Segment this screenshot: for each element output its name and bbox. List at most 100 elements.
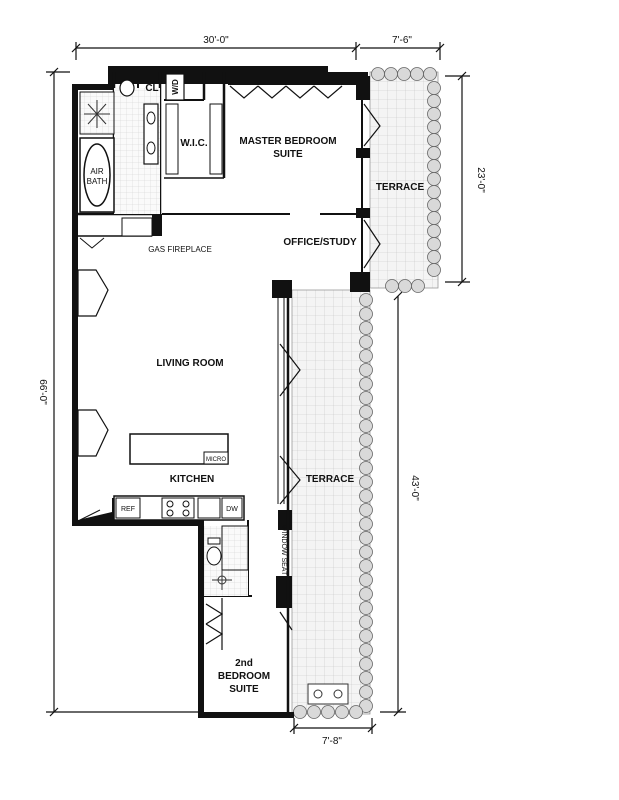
shrub — [359, 517, 373, 531]
shrub — [427, 263, 441, 277]
shrub — [359, 307, 373, 321]
shrub — [427, 81, 441, 95]
shrub — [427, 107, 441, 121]
shrub — [359, 447, 373, 461]
lower-terrace-doors — [277, 298, 301, 631]
bedroom-closet-doors — [228, 83, 356, 99]
label-gas-fireplace: GAS FIREPLACE — [148, 245, 212, 254]
shrub — [427, 172, 441, 186]
walls — [72, 66, 370, 718]
label-air-bath-1: AIR — [90, 167, 104, 176]
kitchen-island — [129, 433, 229, 465]
washer-dryer — [165, 73, 185, 101]
dim-terrace-lower-height: 43'-0" — [409, 475, 420, 501]
dim-terrace-upper-height: 23'-0" — [475, 167, 486, 193]
label-dw: DW — [226, 506, 238, 513]
shrub — [359, 461, 373, 475]
label-terrace-upper: TERRACE — [376, 182, 425, 193]
dim-terrace-bottom-width: 7'-8" — [322, 736, 342, 747]
shrub — [427, 159, 441, 173]
shrub — [359, 433, 373, 447]
shrub — [359, 545, 373, 559]
shrub — [385, 279, 399, 293]
label-master-bedroom-1: MASTER BEDROOM — [239, 136, 336, 147]
shrub — [335, 705, 349, 719]
shrub — [384, 67, 398, 81]
shrub — [359, 293, 373, 307]
label-washer-dryer: W/D — [171, 79, 180, 95]
shrub — [359, 335, 373, 349]
wic-shelving — [165, 103, 223, 175]
dim-left-height: 66'-0" — [37, 379, 48, 405]
second-bedroom-closet — [205, 598, 224, 650]
shrub — [359, 699, 373, 713]
shrub — [397, 67, 411, 81]
terrace-lower-area — [291, 289, 371, 715]
shrub — [427, 94, 441, 108]
planter-shrubs — [293, 67, 441, 719]
living-builtins — [77, 269, 109, 457]
label-air-bath-2: BATH — [87, 177, 108, 186]
label-closet: CL — [145, 83, 158, 94]
shrub — [398, 279, 412, 293]
shrub — [359, 671, 373, 685]
gas-fireplace — [79, 217, 153, 249]
shrub — [359, 405, 373, 419]
shrub — [427, 185, 441, 199]
label-second-bedroom-2: BEDROOM — [218, 671, 270, 682]
dim-terrace-top-width: 7'-6" — [392, 35, 412, 46]
shrub — [359, 559, 373, 573]
upper-terrace-doors — [363, 103, 381, 269]
second-bathroom — [204, 525, 249, 596]
shrub — [359, 391, 373, 405]
shrub — [349, 705, 363, 719]
label-ref: REF — [121, 506, 135, 513]
label-micro: MICRO — [206, 457, 226, 463]
shrub — [359, 587, 373, 601]
shrub — [427, 120, 441, 134]
shrub — [359, 685, 373, 699]
shrub — [427, 224, 441, 238]
shrub — [359, 643, 373, 657]
shrub — [293, 705, 307, 719]
shrub — [410, 67, 424, 81]
shrub — [359, 377, 373, 391]
shrub — [359, 503, 373, 517]
shrub — [321, 705, 335, 719]
shrub — [359, 657, 373, 671]
shrub — [427, 250, 441, 264]
shrub — [359, 573, 373, 587]
shrub — [359, 615, 373, 629]
label-living-room: LIVING ROOM — [156, 358, 223, 369]
label-master-bedroom-2: SUITE — [273, 149, 303, 160]
master-bathroom — [79, 79, 160, 214]
shrub — [427, 237, 441, 251]
shrub — [427, 146, 441, 160]
shrub — [359, 601, 373, 615]
shrub — [411, 279, 425, 293]
dim-top-width: 30'-0" — [203, 35, 229, 46]
shrub — [359, 321, 373, 335]
label-kitchen: KITCHEN — [170, 474, 214, 485]
shrub — [371, 67, 385, 81]
shrub — [427, 198, 441, 212]
shrub — [423, 67, 437, 81]
shrub — [359, 531, 373, 545]
label-office-study: OFFICE/STUDY — [283, 237, 357, 248]
kitchen-counter — [79, 495, 245, 521]
terrace-table — [307, 683, 349, 705]
shrub — [307, 705, 321, 719]
label-window-seat: WINDOW SEAT — [280, 525, 287, 576]
shrub — [359, 363, 373, 377]
label-wic: W.I.C. — [180, 138, 207, 149]
shrub — [359, 419, 373, 433]
shrub — [359, 489, 373, 503]
label-second-bedroom-1: 2nd — [235, 658, 253, 669]
shrub — [427, 211, 441, 225]
shrub — [427, 133, 441, 147]
label-second-bedroom-3: SUITE — [229, 684, 259, 695]
shrub — [359, 349, 373, 363]
shrub — [359, 475, 373, 489]
label-terrace-lower: TERRACE — [306, 474, 355, 485]
